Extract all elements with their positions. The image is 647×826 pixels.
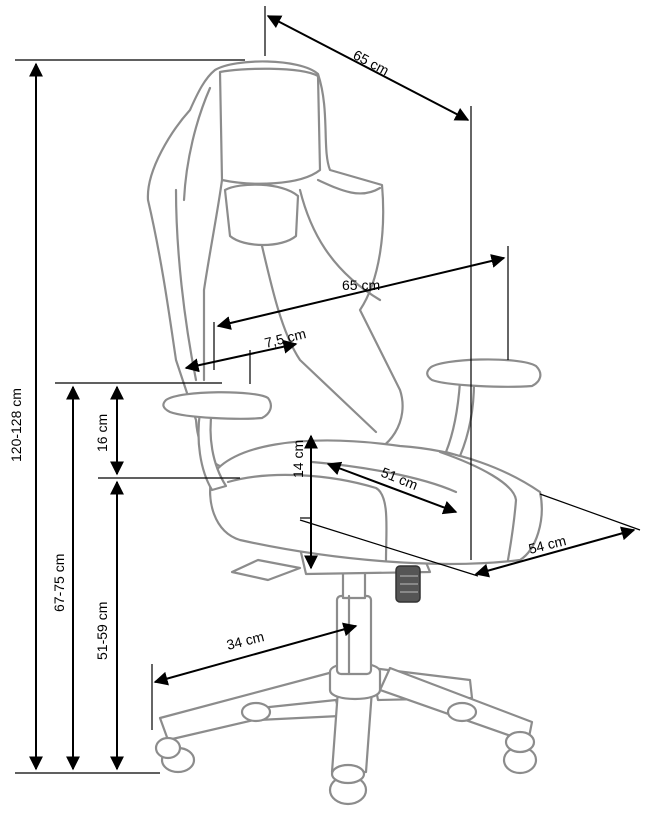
armrest-height-label: 67-75 cm xyxy=(51,554,67,612)
seat-width-ext-left xyxy=(299,519,479,577)
base-radius-line xyxy=(153,622,358,686)
top-depth-label: 65 cm xyxy=(351,47,392,79)
seat xyxy=(209,439,543,565)
width-label: 65 cm xyxy=(342,277,380,293)
seat-width-ext-right xyxy=(539,493,641,531)
seat-thickness-label: 14 cm xyxy=(290,440,306,478)
chair-base xyxy=(154,662,538,806)
seat-height-label: 51-59 cm xyxy=(94,602,110,660)
base-radius-label: 34 cm xyxy=(225,628,266,653)
seat-width-line xyxy=(474,526,636,578)
top-depth-line xyxy=(266,15,470,121)
total-height-label: 120-128 cm xyxy=(8,388,24,462)
width-line xyxy=(216,254,506,330)
gas-lift xyxy=(335,566,373,676)
dimension-lines xyxy=(15,6,641,774)
chair-illustration xyxy=(146,60,543,806)
armrest-adjust-label: 16 cm xyxy=(94,414,110,452)
armrest-width-line xyxy=(184,339,298,373)
seat-depth-line xyxy=(326,461,458,515)
armrests xyxy=(162,358,542,492)
